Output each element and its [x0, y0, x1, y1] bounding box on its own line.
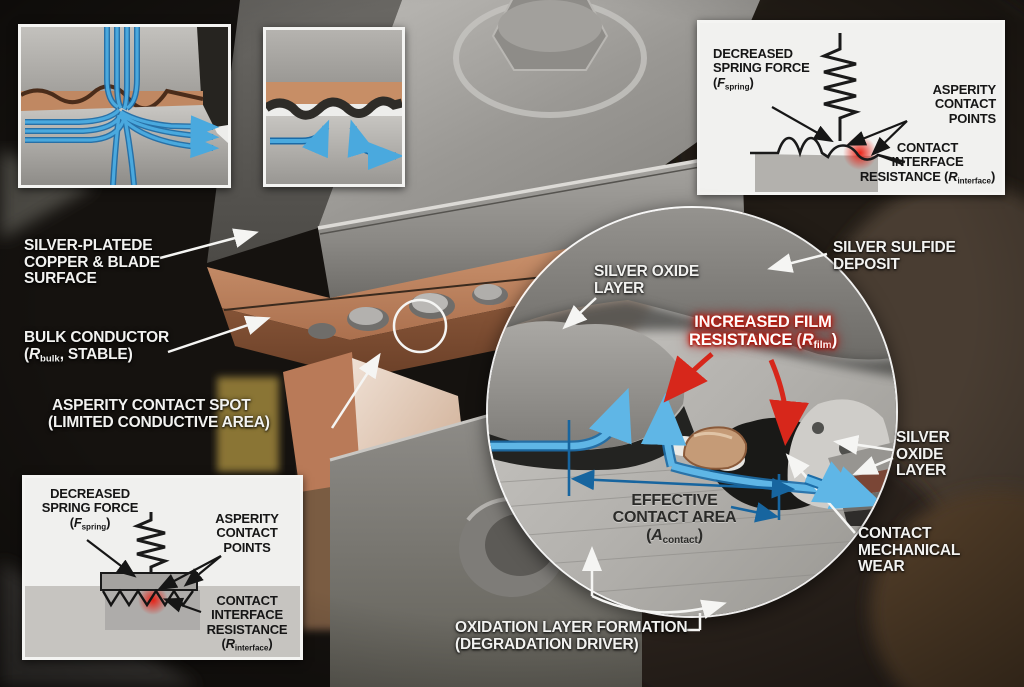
spring-icon — [819, 33, 862, 141]
silver-sulfide-deposit-label: SILVER SULFIDE DEPOSIT — [833, 239, 956, 273]
contact-interface-resistance-label: CONTACT INTERFACE RESISTANCE (Rinterface… — [859, 140, 996, 185]
inset2-art — [266, 30, 402, 184]
silver-sulfide-bulk — [488, 208, 896, 360]
decreased-spring-force-label: DECREASED SPRING FORCE (Fspring) — [41, 486, 139, 531]
oxide-mound — [488, 321, 685, 450]
asperity-contact-points-label: ASPERITY CONTACT POINTS — [932, 82, 997, 126]
decreased-spring-force-label: DECREASED SPRING FORCE (Fspring) — [713, 46, 810, 91]
inset4-art — [25, 478, 300, 657]
inset-current-constriction — [18, 24, 231, 188]
inset-spring-force-bottom: DECREASED SPRING FORCE (Fspring) ASPERIT… — [22, 475, 303, 660]
spring-icon — [132, 512, 170, 573]
flow-arrows — [270, 119, 402, 170]
asperity-contact-spot-label: ASPERITY CONTACT SPOT (LIMITED CONDUCTIV… — [48, 397, 270, 431]
silver-plated-blade-label: SILVER-PLATEDE COPPER & BLADE SURFACE — [24, 237, 160, 288]
dimension-arrows — [567, 420, 796, 523]
effective-contact-area-label: EFFECTIVE CONTACT AREA (Acontact) — [612, 492, 737, 546]
oxidation-layer-formation-label: OXIDATION LAYER FORMATION (DEGRADATION D… — [455, 619, 688, 653]
inset-spring-force-top: DECREASED SPRING FORCE (Fspring) ASPERIT… — [697, 20, 1005, 195]
inset-oxide-film-flow — [263, 27, 405, 187]
inset1-art — [21, 27, 228, 185]
flow-lines — [25, 27, 220, 185]
inset3-art — [700, 23, 1002, 192]
asperity-contact-bridge — [668, 426, 748, 471]
film-resistance-arrows — [663, 352, 809, 446]
contact-interface-resistance-label: CONTACT INTERFACE RESISTANCE (Rinterface… — [206, 593, 288, 653]
oxide-mound-underlayer — [488, 406, 694, 471]
inset3-leader-arrows — [771, 106, 908, 166]
silver-oxide-layer-circle-label: SILVER OXIDE LAYER — [594, 263, 699, 297]
asperity-contact-points-label: ASPERITY CONTACT POINTS — [215, 511, 279, 555]
increased-film-resistance-label: INCREASED FILM RESISTANCE (Rfilm) — [689, 313, 837, 351]
asperity-teeth-line — [101, 588, 194, 608]
contact-mechanical-wear-label: CONTACT MECHANICAL WEAR — [858, 525, 961, 576]
asperity-surface-line — [750, 136, 906, 164]
bulk-conductor-label: BULK CONDUCTOR (Rbulk, STABLE) — [24, 329, 170, 365]
hot-spot-glow — [138, 585, 168, 615]
silver-oxide-layer-right-label: SILVER OXIDE LAYER — [896, 429, 950, 480]
oxide-film-layer — [266, 96, 402, 120]
inset4-leader-arrows — [86, 539, 222, 614]
